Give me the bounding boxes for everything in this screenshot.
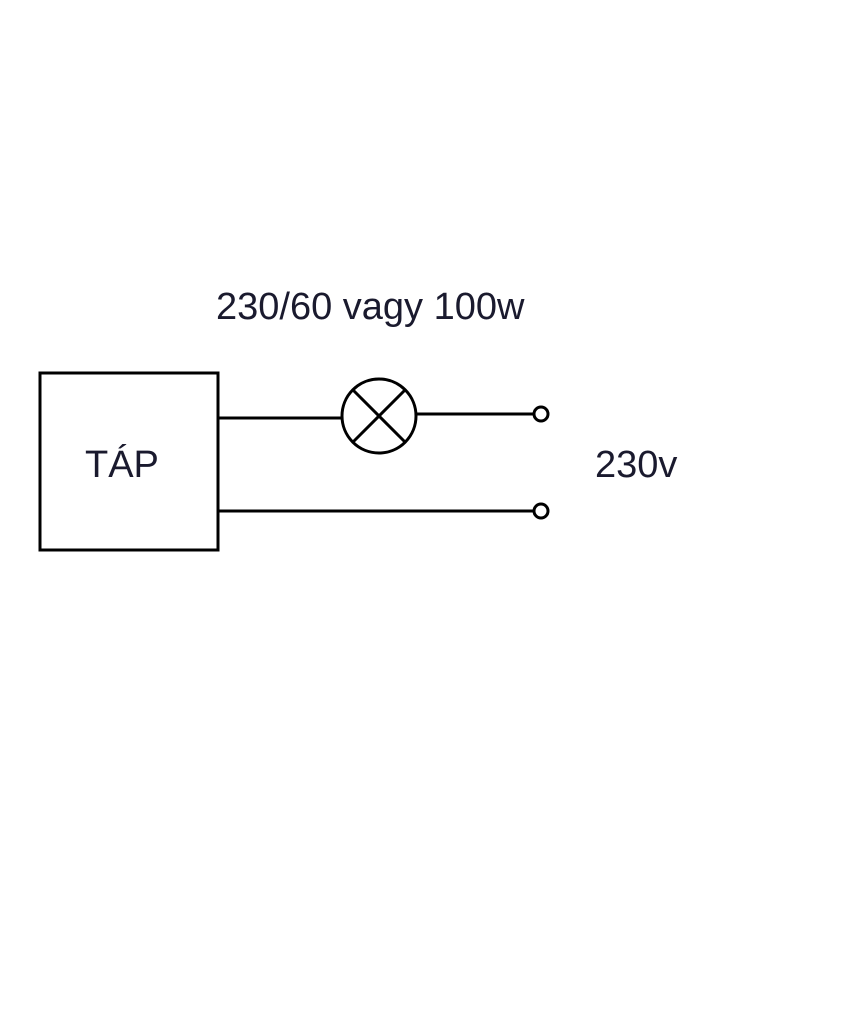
power-supply-box: TÁP [38,371,220,552]
lamp-rating-label: 230/60 vagy 100w [216,286,525,328]
terminal-bottom [532,502,550,520]
power-supply-box-outline [38,371,220,552]
power-supply-label: TÁP [85,443,159,486]
lamp-cross-line-2 [351,388,407,444]
lamp-circle [340,377,418,455]
supply-voltage-label: 230v [595,444,677,486]
terminal-top [532,405,550,423]
lamp-icon [340,377,418,455]
